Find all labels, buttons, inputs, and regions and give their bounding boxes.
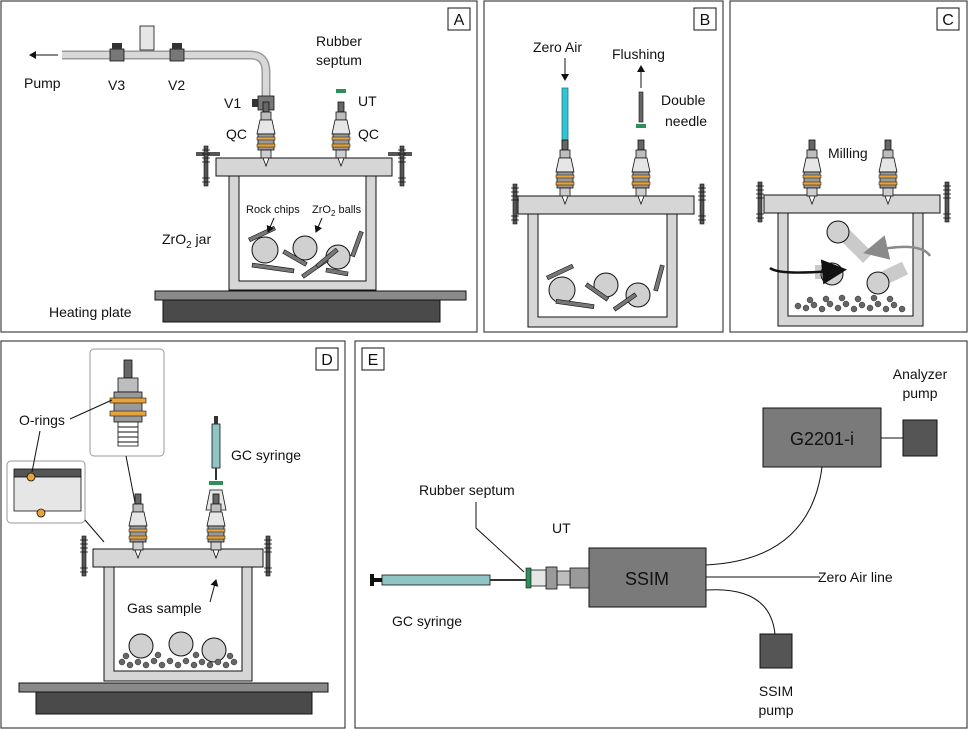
o-ring	[109, 410, 147, 417]
panel-d-frame	[0, 340, 346, 729]
jar-lid-c	[763, 194, 941, 214]
rock-chips	[248, 225, 364, 279]
jar-lid-d	[92, 548, 264, 568]
panel-a-letter-box	[447, 7, 471, 31]
ut-connector	[569, 567, 590, 589]
analyzer-pump	[902, 419, 938, 457]
g2201-analyzer	[762, 407, 882, 468]
heating-plate-top	[154, 290, 467, 301]
panel-c-letter: C	[942, 12, 954, 29]
label-needle: needle	[665, 113, 707, 129]
label-v3: V3	[108, 77, 125, 93]
label-zro2-balls: ZrO2 balls	[312, 204, 362, 218]
zro2-ball	[292, 235, 318, 261]
panel-c-frame	[729, 0, 968, 333]
rotation-arrow	[769, 259, 847, 285]
label-rock-chips: Rock chips	[246, 204, 300, 216]
panel-b-letter: B	[700, 12, 711, 29]
double-needle	[638, 91, 644, 123]
label-septum: septum	[316, 52, 362, 68]
panel-a-letter: A	[454, 12, 465, 29]
label-pump: Pump	[24, 75, 61, 91]
panel-e: E G2201-i Analyzer pump SSIM Zero Air li…	[354, 340, 968, 729]
label-g2201: G2201-i	[790, 429, 854, 449]
jar-lid-b	[517, 195, 695, 215]
label-gas-sample: Gas sample	[127, 600, 202, 616]
label-gc-syringe-e: GC syringe	[392, 613, 462, 629]
zro2-ball	[251, 236, 279, 264]
milling-ball	[866, 271, 890, 295]
tee-fitting	[139, 25, 155, 51]
label-ut: UT	[358, 93, 377, 109]
panel-b: B Zero Air Flushing Double needle	[483, 0, 724, 333]
jar-lid	[215, 157, 393, 177]
label-jar: ZrO2 jar	[162, 231, 211, 251]
panel-c: C Milling	[729, 0, 968, 333]
heating-plate-base	[162, 299, 441, 323]
label-rubber-septum-e: Rubber septum	[419, 482, 515, 498]
line-to-analyzer	[705, 466, 823, 566]
powder-d	[118, 651, 238, 669]
o-ring	[109, 397, 147, 404]
label-ssim: SSIM	[625, 569, 669, 589]
label-milling: Milling	[828, 145, 868, 161]
panel-a: A Pump V3 V2 V1 QC QC Rubber septum UT	[0, 0, 478, 333]
label-v2: V2	[168, 77, 185, 93]
ssim-pump	[759, 633, 793, 669]
label-zero-air: Zero Air	[533, 39, 582, 55]
label-analyzer: Analyzer	[893, 366, 948, 382]
milling-ball	[820, 262, 844, 286]
label-ssim-pump-2: pump	[758, 702, 793, 718]
heating-plate-d-top	[18, 682, 329, 693]
label-v1: V1	[224, 95, 241, 111]
ssim-unit	[588, 547, 707, 608]
label-double: Double	[661, 92, 706, 108]
gc-syringe-e	[381, 574, 491, 586]
panel-d: D O-rings GC syringe G	[0, 340, 346, 729]
panel-d-letter: D	[321, 352, 333, 369]
label-gc-syringe-d: GC syringe	[231, 447, 301, 463]
milling-ball	[826, 220, 850, 244]
valve-v3	[109, 48, 125, 62]
line-to-ssim-pump	[705, 589, 776, 635]
rotation-arrow-back	[863, 235, 932, 260]
heating-plate-d-base	[35, 691, 313, 715]
panel-e-letter: E	[368, 352, 379, 369]
label-o-rings: O-rings	[19, 412, 65, 428]
rubber-septum-e	[525, 567, 532, 589]
label-analyzer-pump: pump	[902, 385, 937, 401]
rubber-septum	[336, 89, 346, 93]
label-ut-e: UT	[552, 520, 571, 536]
zero-air-tube	[561, 87, 569, 149]
gc-syringe-d	[211, 423, 221, 469]
label-qc-right: QC	[358, 126, 379, 142]
label-flushing: Flushing	[612, 46, 665, 62]
panel-e-frame	[354, 340, 968, 729]
label-heating-plate: Heating plate	[49, 304, 132, 320]
valve-v2	[169, 48, 185, 62]
label-zero-air-line: Zero Air line	[818, 569, 893, 585]
label-rubber: Rubber	[316, 33, 362, 49]
powder	[794, 294, 906, 313]
label-qc-left: QC	[226, 126, 247, 142]
label-ssim-pump-1: SSIM	[759, 683, 793, 699]
